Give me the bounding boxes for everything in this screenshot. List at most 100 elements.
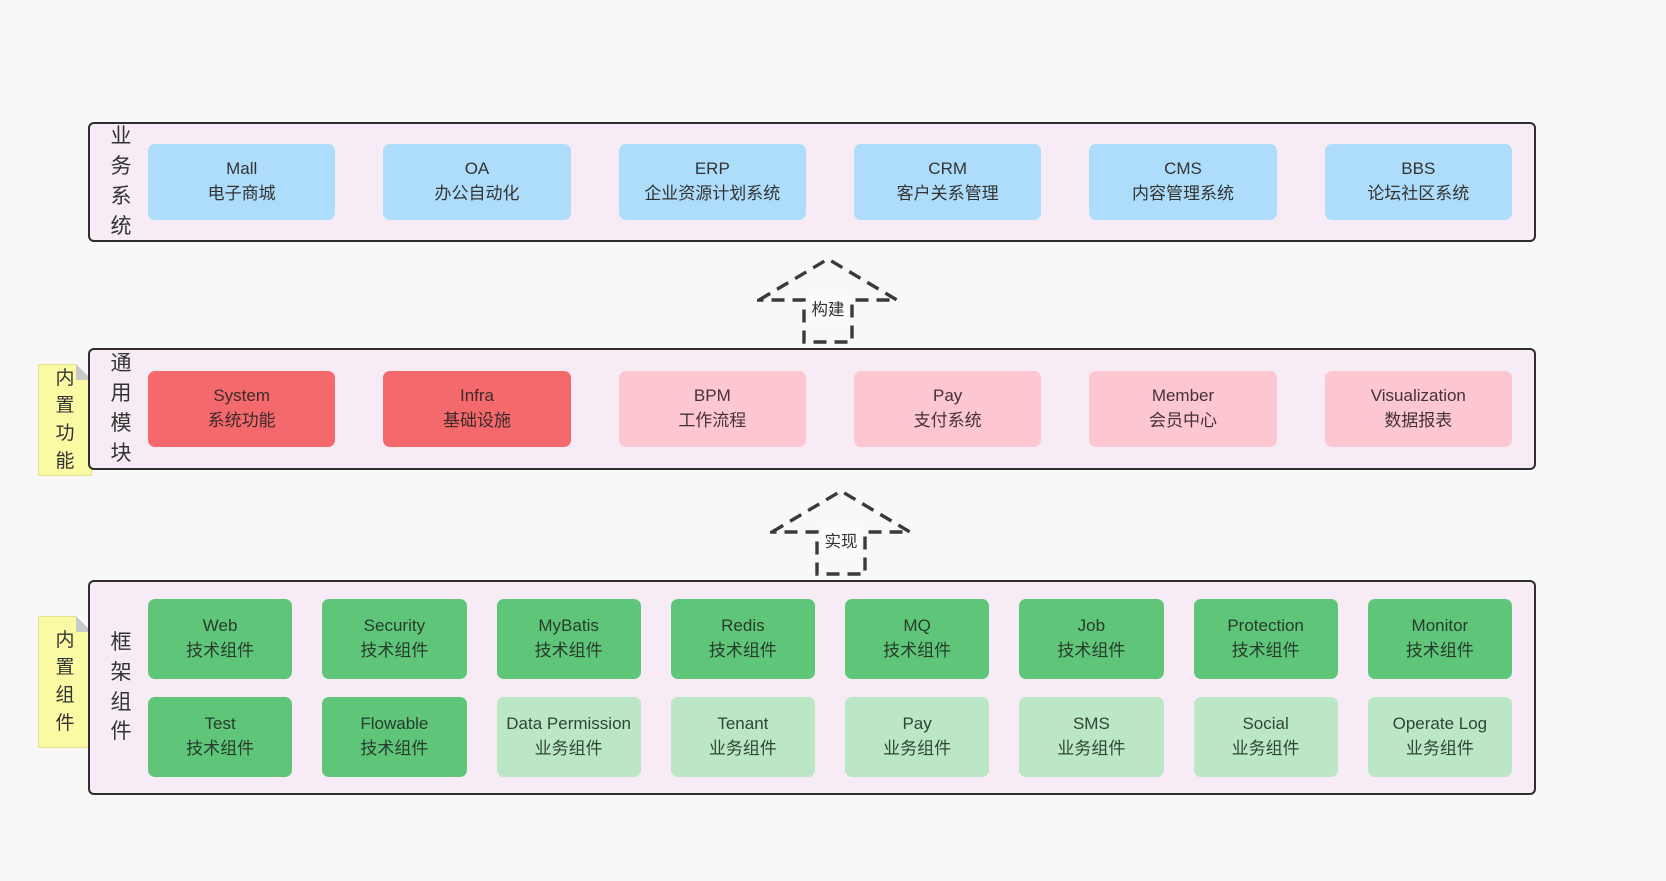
box-flowable: Flowable 技术组件 (322, 696, 467, 777)
sticky-tab-builtin-components: 内置组件 (38, 616, 92, 748)
arrow-build: 构建 (757, 256, 899, 345)
box-subtitle: 技术组件 (534, 640, 603, 660)
box-title: MyBatis (538, 615, 599, 635)
modules-box-grid: System 系统功能 Infra 基础设施 BPM 工作流程 Pay 支付系统… (148, 371, 1512, 447)
box-title: Pay (933, 386, 963, 406)
box-mall: Mall 电子商城 (148, 144, 336, 220)
box-subtitle: 企业资源计划系统 (644, 184, 781, 203)
box-erp: ERP 企业资源计划系统 (618, 144, 806, 220)
box-subtitle: 会员中心 (1148, 411, 1217, 430)
box-subtitle: 业务组件 (708, 738, 777, 758)
box-data-permission: Data Permission 业务组件 (496, 696, 641, 777)
box-subtitle: 内容管理系统 (1131, 184, 1234, 203)
box-subtitle: 基础设施 (442, 411, 511, 430)
box-subtitle: 技术组件 (1405, 640, 1474, 660)
box-sms: SMS 业务组件 (1019, 696, 1164, 777)
box-title: Tenant (717, 713, 769, 733)
business-box-grid: Mall 电子商城 OA 办公自动化 ERP 企业资源计划系统 CRM 客户关系… (148, 144, 1512, 220)
box-title: SMS (1072, 713, 1110, 733)
layer-business-label: 业务系统 (110, 125, 132, 238)
box-title: CRM (928, 159, 968, 179)
layer-components-label: 框架组件 (110, 630, 132, 744)
box-infra: Infra 基础设施 (383, 371, 571, 447)
box-title: OA (464, 159, 490, 179)
box-pay-system: Pay 支付系统 (853, 371, 1042, 447)
box-subtitle: 数据报表 (1384, 411, 1453, 430)
arrow-implement: 实现 (770, 488, 912, 577)
box-bpm: BPM 工作流程 (618, 371, 806, 447)
dashed-up-arrow-icon (770, 489, 912, 576)
box-redis: Redis 技术组件 (670, 598, 815, 679)
box-test: Test 技术组件 (148, 696, 293, 777)
box-subtitle: 业务组件 (883, 738, 952, 758)
box-subtitle: 办公自动化 (434, 184, 520, 203)
box-title: Member (1151, 386, 1215, 406)
sticky-tab-label: 内置功能 (55, 367, 75, 472)
box-mq: MQ 技术组件 (845, 598, 990, 679)
box-bbs: BBS 论坛社区系统 (1324, 144, 1512, 220)
box-subtitle: 技术组件 (1231, 640, 1300, 660)
box-title: Social (1242, 713, 1289, 733)
box-operate-log: Operate Log 业务组件 (1367, 696, 1512, 777)
box-visualization: Visualization 数据报表 (1324, 371, 1512, 447)
box-subtitle: 业务组件 (1057, 738, 1126, 758)
components-box-grid: Web 技术组件 Security 技术组件 MyBatis 技术组件 Redi… (148, 598, 1512, 777)
box-title: Flowable (360, 713, 429, 733)
box-subtitle: 论坛社区系统 (1367, 184, 1470, 203)
box-subtitle: 业务组件 (1231, 738, 1300, 758)
box-pay-component: Pay 业务组件 (845, 696, 990, 777)
arrow-build-label: 构建 (808, 294, 848, 321)
box-title: Data Permission (506, 713, 631, 733)
box-job: Job 技术组件 (1019, 598, 1164, 679)
box-title: Web (202, 615, 238, 635)
box-security: Security 技术组件 (322, 598, 467, 679)
box-subtitle: 支付系统 (913, 411, 982, 430)
layer-modules-label: 通用模块 (110, 352, 132, 465)
box-subtitle: 业务组件 (1405, 738, 1474, 758)
arrow-implement-label: 实现 (821, 526, 861, 553)
box-protection: Protection 技术组件 (1193, 598, 1338, 679)
box-system: System 系统功能 (148, 371, 336, 447)
box-title: BPM (693, 386, 731, 406)
box-subtitle: 业务组件 (534, 738, 603, 758)
box-mybatis: MyBatis 技术组件 (496, 598, 641, 679)
box-subtitle: 技术组件 (186, 640, 255, 660)
box-subtitle: 技术组件 (708, 640, 777, 660)
box-title: Redis (721, 615, 765, 635)
box-member: Member 会员中心 (1089, 371, 1277, 447)
box-cms: CMS 内容管理系统 (1089, 144, 1277, 220)
sticky-tab-builtin-features: 内置功能 (38, 364, 92, 476)
box-subtitle: 电子商城 (207, 184, 276, 203)
box-subtitle: 系统功能 (207, 411, 276, 430)
box-social: Social 业务组件 (1193, 696, 1338, 777)
layer-framework-components: 框架组件 Web 技术组件 Security 技术组件 MyBatis 技术组件… (88, 580, 1536, 795)
box-title: Infra (459, 386, 494, 406)
box-title: Monitor (1411, 615, 1469, 635)
box-subtitle: 客户关系管理 (896, 184, 999, 203)
box-title: ERP (694, 159, 730, 179)
box-title: Operate Log (1392, 713, 1488, 733)
box-subtitle: 工作流程 (678, 411, 747, 430)
box-oa: OA 办公自动化 (383, 144, 571, 220)
box-tenant: Tenant 业务组件 (670, 696, 815, 777)
sticky-tab-label: 内置组件 (55, 629, 75, 734)
box-title: BBS (1401, 159, 1436, 179)
box-subtitle: 技术组件 (186, 738, 255, 758)
box-title: Test (204, 713, 236, 733)
dashed-up-arrow-icon (757, 257, 899, 344)
box-title: Protection (1227, 615, 1304, 635)
box-web: Web 技术组件 (148, 598, 293, 679)
layer-common-modules: 通用模块 System 系统功能 Infra 基础设施 BPM 工作流程 Pay… (88, 348, 1536, 470)
box-subtitle: 技术组件 (1057, 640, 1126, 660)
box-title: Security (363, 615, 426, 635)
box-title: Job (1077, 615, 1106, 635)
box-monitor: Monitor 技术组件 (1367, 598, 1512, 679)
box-subtitle: 技术组件 (360, 738, 429, 758)
layer-business-systems: 业务系统 Mall 电子商城 OA 办公自动化 ERP 企业资源计划系统 CRM… (88, 122, 1536, 242)
box-title: MQ (903, 615, 931, 635)
box-subtitle: 技术组件 (883, 640, 952, 660)
box-title: System (213, 386, 270, 406)
box-title: Pay (902, 713, 932, 733)
box-title: Mall (226, 159, 258, 179)
